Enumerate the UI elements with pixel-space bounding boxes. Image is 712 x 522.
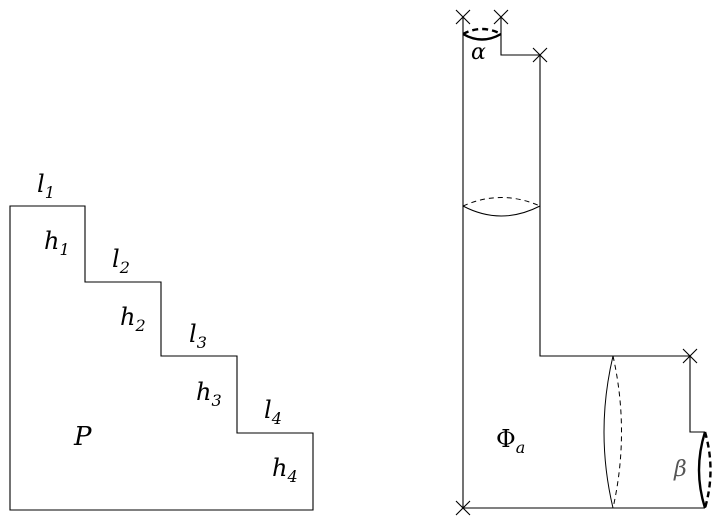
alpha-cycle-back (462, 27, 502, 36)
upper-section-front (462, 205, 541, 217)
lower-section-front (603, 355, 614, 509)
corner-markers (455, 9, 698, 516)
staircase-outline (9, 205, 314, 511)
label-l4: l4 (264, 396, 282, 428)
surface-figure: α β Φa (455, 9, 712, 516)
beta-cycle (697, 431, 712, 509)
x-marker (532, 47, 548, 63)
x-marker (493, 9, 509, 25)
label-h3: h3 (196, 378, 222, 410)
label-l1: l1 (37, 170, 55, 202)
x-marker (682, 348, 698, 364)
region-label-p: P (73, 422, 92, 452)
alpha-label: α (471, 40, 486, 65)
beta-label: β (673, 457, 687, 482)
lower-section (603, 355, 622, 509)
lower-section-back (612, 355, 622, 509)
upper-section (462, 197, 541, 217)
beta-cycle-back (703, 431, 712, 509)
label-h1: h1 (44, 227, 70, 259)
beta-cycle-front (697, 431, 707, 509)
label-l3: l3 (189, 320, 207, 352)
x-marker (455, 9, 471, 25)
upper-section-back (462, 197, 541, 207)
x-marker (455, 500, 471, 516)
alpha-cycle (462, 27, 502, 41)
phi-a-label: Φa (496, 425, 525, 457)
alpha-cycle-front (462, 32, 502, 41)
label-h4: h4 (272, 454, 298, 486)
staircase-figure: l1 l2 l3 l4 h1 h2 h3 h4 P (9, 170, 314, 511)
label-h2: h2 (120, 303, 146, 335)
label-l2: l2 (112, 245, 130, 277)
